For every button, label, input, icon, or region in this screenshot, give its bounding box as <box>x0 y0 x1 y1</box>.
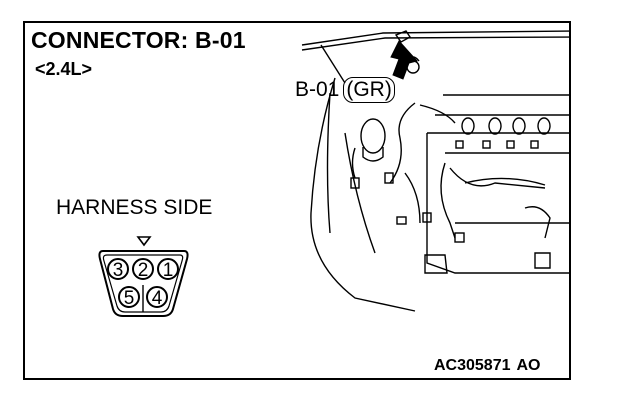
figure-code-number: AC305871 <box>434 357 511 374</box>
connector-inner-outline <box>102 254 184 313</box>
harness-side-label: HARNESS SIDE <box>56 196 213 219</box>
diagram-frame: CONNECTOR: B-01 <2.4L> HARNESS SIDE 3 2 … <box>23 21 571 380</box>
connector-face-svg: 3 2 1 5 4 <box>98 30 569 317</box>
engine-variant-label: <2.4L> <box>35 59 93 79</box>
pin-label: 3 <box>113 260 124 281</box>
pin-1-circle <box>157 258 179 280</box>
figure-code: AC305871 AO <box>434 357 541 375</box>
callout-connector-id: B-01 <box>295 78 340 101</box>
connector-title: CONNECTOR: B-01 <box>31 27 246 53</box>
connector-callout: B-01(GR) <box>295 77 395 103</box>
pin-label: 1 <box>163 260 174 281</box>
pin-label: 5 <box>124 288 135 309</box>
pin-2-circle <box>132 258 154 280</box>
pin-label: 4 <box>152 288 163 309</box>
callout-color-code: (GR) <box>343 77 395 103</box>
engine-bay-illustration <box>301 30 569 312</box>
pin-label: 2 <box>138 260 149 281</box>
pin-3-circle <box>107 258 129 280</box>
pin-4-circle <box>146 286 168 308</box>
triangle-down-icon <box>136 236 152 247</box>
arrow-up-icon <box>390 40 418 80</box>
figure-code-suffix: AO <box>516 357 541 374</box>
connector-body <box>98 250 189 317</box>
pin-5-circle <box>118 286 140 308</box>
